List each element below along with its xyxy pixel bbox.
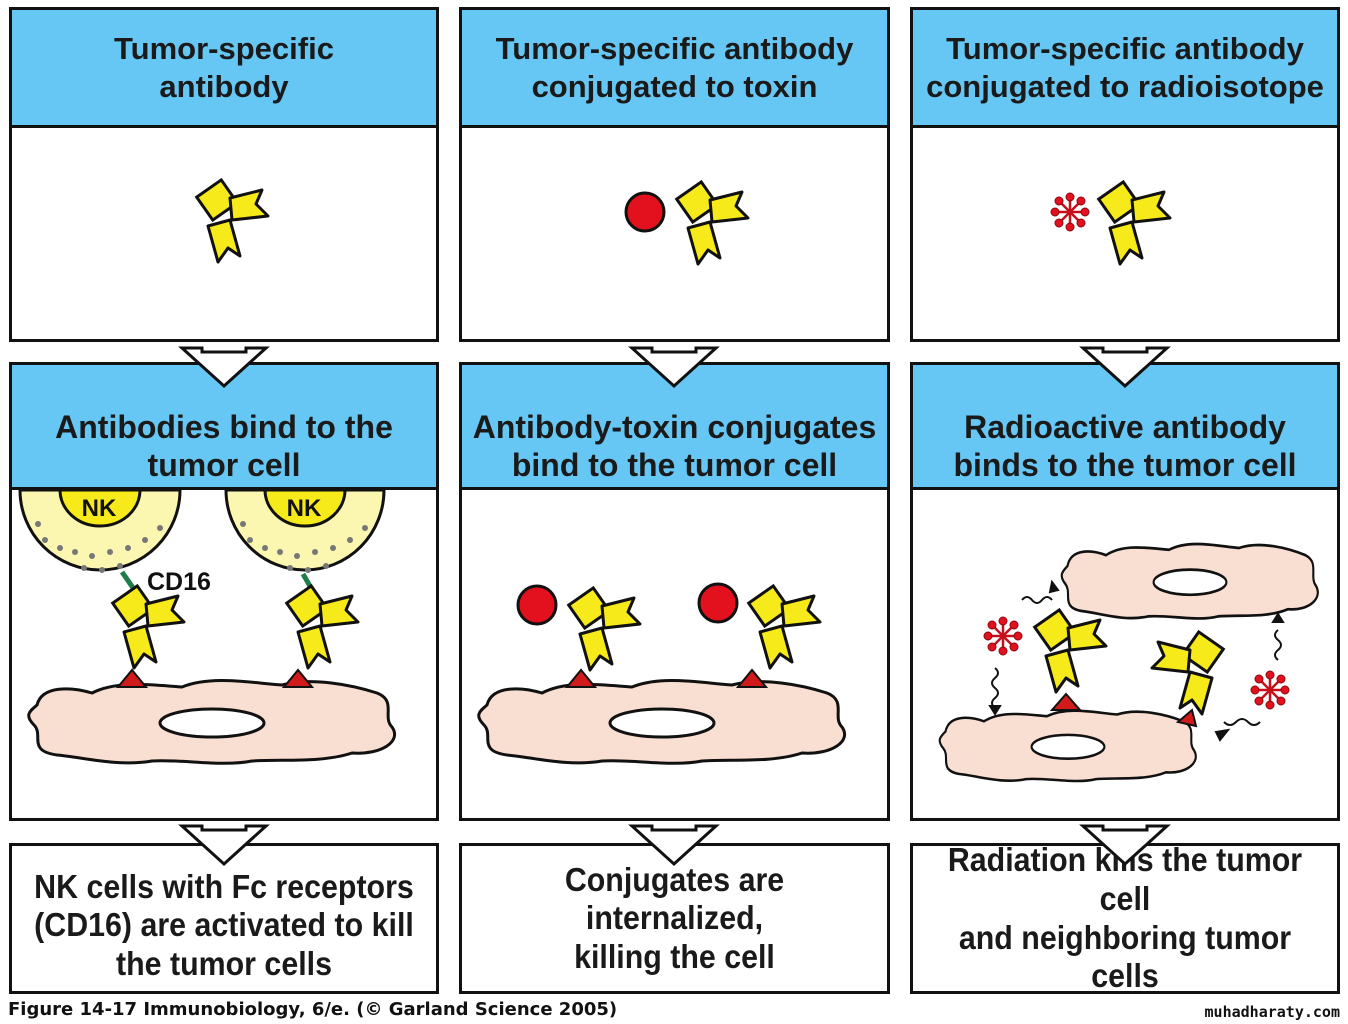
antigen-icon [735, 668, 769, 688]
tumor-cell [477, 679, 847, 765]
antigen-icon [1049, 692, 1083, 711]
tumor-cell-upper [1060, 542, 1320, 620]
col1-middle-header: Antibodies bind to the tumor cell [9, 362, 439, 490]
down-arrow-icon [180, 346, 268, 388]
nk-label-right: NK [287, 495, 322, 522]
col2-result-text: Conjugates are internalized, killing the… [564, 860, 785, 975]
antigen-icon [281, 668, 315, 688]
antibody-icon [1097, 180, 1172, 266]
down-arrow-icon [1081, 346, 1169, 388]
down-arrow-icon [630, 346, 718, 388]
radioisotope-icon [1049, 191, 1091, 233]
toxin-icon [697, 582, 739, 624]
col3-result-text: Radiation kills the tumor cell and neigh… [947, 841, 1303, 995]
radiation-wave-icon [988, 579, 1285, 742]
antibody-icon [567, 586, 642, 672]
tumor-cell [27, 679, 397, 765]
col1-top-header: Tumor-specific antibody [9, 7, 439, 128]
antibody-icon [675, 180, 750, 266]
antibody-icon [1150, 630, 1225, 716]
antibody-icon [747, 584, 822, 670]
antibody-icon [111, 584, 186, 670]
antigen-icon [1175, 708, 1198, 728]
nk-label-left: NK [82, 495, 117, 522]
watermark: muhadharaty.com [1204, 1003, 1340, 1021]
toxin-icon [516, 584, 558, 626]
col2-top-header: Tumor-specific antibody conjugated to to… [459, 7, 890, 128]
col1-result-box: NK cells with Fc receptors (CD16) are ac… [9, 843, 439, 994]
down-arrow-icon [180, 824, 268, 866]
tumor-cell-lower [938, 709, 1198, 783]
antibody-icon [195, 178, 270, 264]
antibody-icon [1033, 608, 1108, 694]
col2-top-panel [459, 125, 890, 342]
figure-caption: Figure 14-17 Immunobiology, 6/e. (© Garl… [8, 999, 618, 1020]
toxin-icon [624, 191, 666, 233]
radioisotope-icon [1249, 669, 1291, 711]
col1-result-text: NK cells with Fc receptors (CD16) are ac… [34, 867, 414, 982]
down-arrow-icon [630, 824, 718, 866]
nk-cell-right [224, 488, 386, 573]
col2-result-box: Conjugates are internalized, killing the… [459, 843, 890, 994]
cd16-label: CD16 [147, 568, 211, 596]
antigen-icon [115, 668, 149, 688]
col2-middle-panel [459, 487, 890, 821]
down-arrow-icon [1081, 824, 1169, 866]
antibody-icon [285, 584, 360, 670]
col3-top-header: Tumor-specific antibody conjugated to ra… [910, 7, 1340, 128]
antigen-icon [564, 668, 598, 688]
nk-cell-left [18, 488, 182, 573]
col3-middle-header: Radioactive antibody binds to the tumor … [910, 362, 1340, 490]
radioisotope-icon [982, 615, 1024, 657]
